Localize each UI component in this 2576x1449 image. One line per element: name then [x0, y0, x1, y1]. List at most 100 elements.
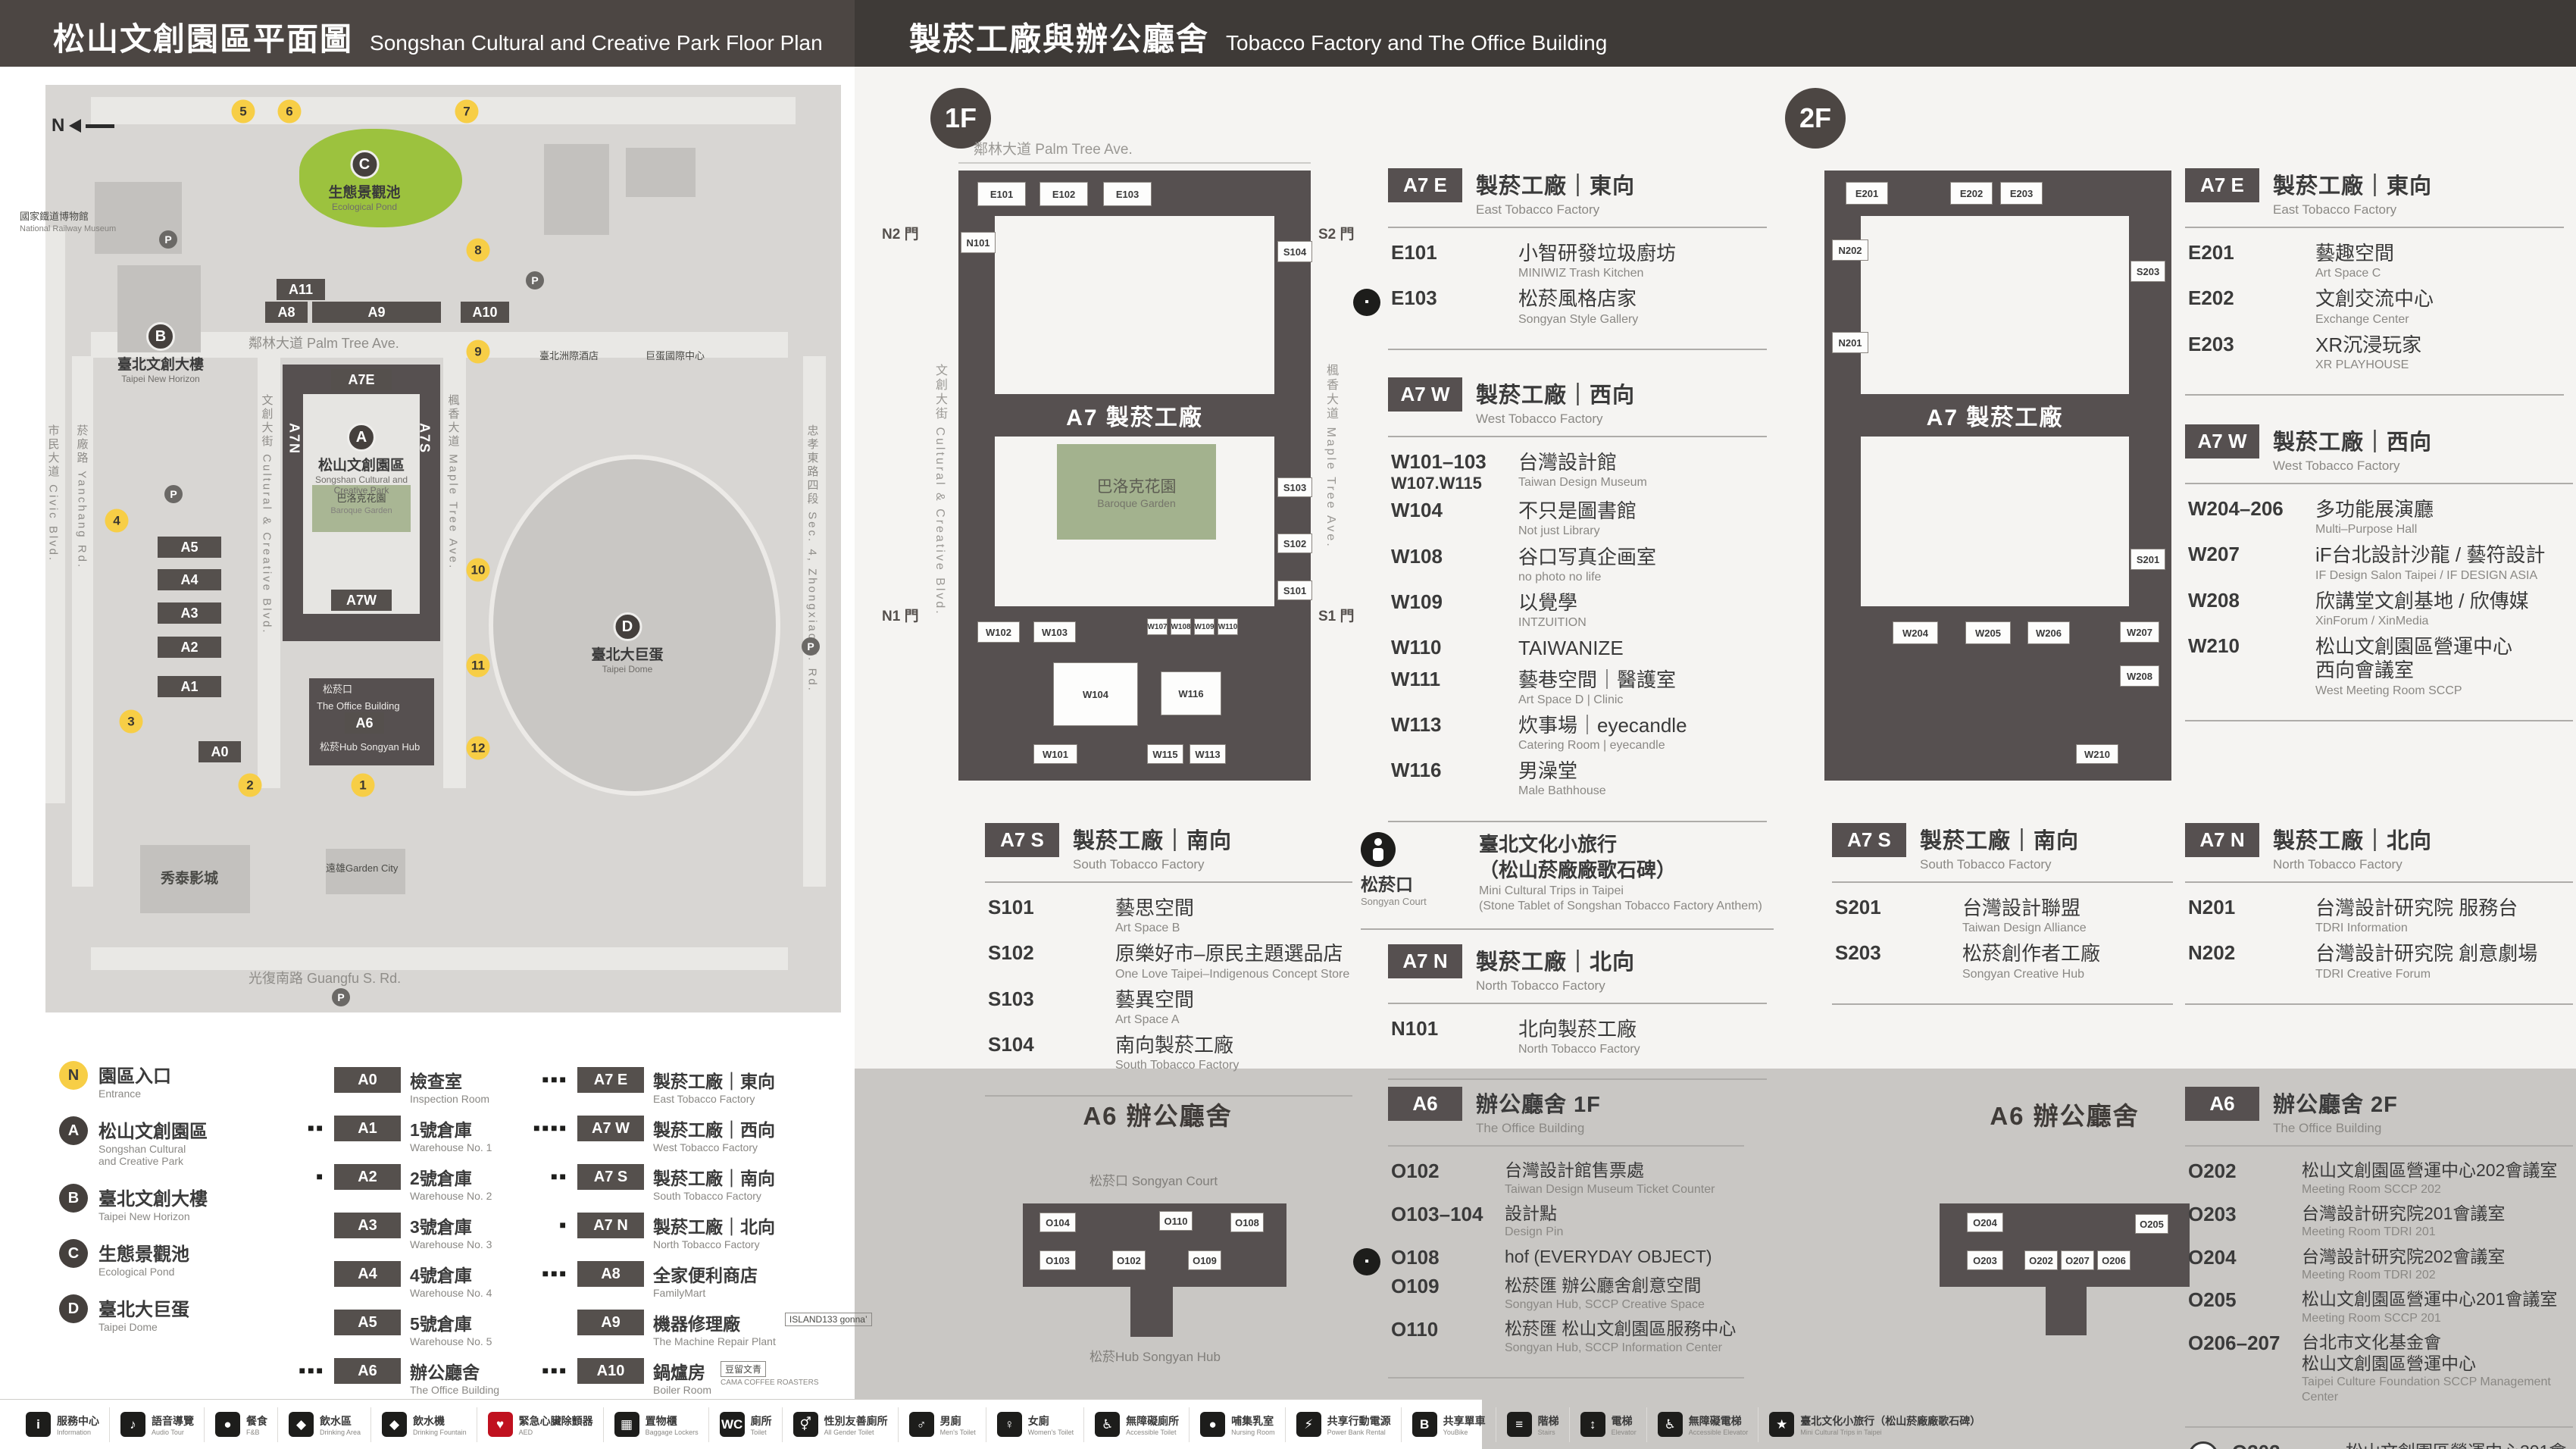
plan-room: W101 — [1033, 744, 1077, 764]
map-label: The Office Building — [317, 700, 400, 712]
entrance-marker: 5 — [231, 99, 255, 124]
facility-legend-strip: i 服務中心 Information ♪ 語音導覽 Audio Tour ● 餐… — [0, 1399, 1980, 1449]
facility-icon: ◆ — [289, 1412, 314, 1437]
legend-row: A4 4號倉庫 Warehouse No. 4 — [292, 1261, 499, 1299]
map-label: 鄰林大道 Palm Tree Ave. — [249, 336, 399, 351]
plan-room: S102 — [1277, 534, 1312, 553]
plan-room: W206 — [2027, 621, 2070, 644]
gate-label: N1 門 — [882, 609, 919, 624]
street-civic-blvd — [45, 227, 65, 803]
legend-row: ■■ A7 S 製菸工廠｜南向 South Tobacco Factory — [515, 1164, 872, 1202]
facility-icon: ▦ — [614, 1412, 639, 1437]
facility-icon: ≡ — [1506, 1412, 1532, 1437]
entrance-marker: 7 — [455, 99, 479, 124]
legend-row: ■■■ A7 E 製菸工廠｜東向 East Tobacco Factory — [515, 1067, 872, 1105]
songyan-court-info: 松菸口 Songyan Court 臺北文化小旅行 （松山菸廠廠歌石碑） Min… — [1361, 832, 1774, 931]
walking-person-icon — [1361, 832, 1396, 867]
plan-room: N202 — [1832, 239, 1868, 261]
facility-icon: ● — [215, 1412, 240, 1437]
facility-legend-item: ⚥ 性別友善廁所 All Gender Toilet — [792, 1407, 899, 1442]
entrance-marker: 2 — [238, 773, 262, 797]
facility-icon: i — [26, 1412, 51, 1437]
facility-icons — [292, 1310, 325, 1316]
plan-room: W204 — [1893, 621, 1938, 644]
map-label: 松菸Hub Songyan Hub — [320, 741, 420, 753]
north-label: N — [52, 115, 65, 136]
building-code-badge: A7 E — [577, 1067, 644, 1093]
plan-room: W116 — [1161, 671, 1221, 715]
facility-icon: ★ — [1769, 1412, 1795, 1437]
plan-room: O206 — [2097, 1250, 2131, 1270]
facility-legend-item: ◆ 飲水機 Drinking Fountain — [382, 1407, 477, 1442]
legend-places: N 園區入口 Entrance A 松山文創園區 Songshan Cultur… — [59, 1061, 208, 1350]
plan-street-right-label: 楓香大道 Maple Tree Ave. — [1324, 364, 1337, 549]
map-label: 遠雄Garden City — [326, 862, 399, 874]
street-yanchang-rd — [72, 356, 93, 887]
facility-legend-item: ♿ 無障礙電梯 Accessible Elevator — [1657, 1407, 1759, 1442]
facility-legend-item: ♀ 女廁 Women's Toilet — [996, 1407, 1085, 1442]
facility-icon: ↕ — [1580, 1412, 1605, 1437]
facility-icons: ■■■■ — [533, 1122, 568, 1134]
plan-room: N201 — [1832, 332, 1868, 353]
legend-row: ■ A2 2號倉庫 Warehouse No. 2 — [292, 1164, 499, 1202]
legend-marker: A — [59, 1116, 88, 1145]
parking-icon: P — [802, 637, 820, 656]
floor-3f-badge: 3F — [2188, 1441, 2218, 1449]
map-label: 巴洛克花園 Baroque Garden — [330, 493, 392, 515]
plan-room: S104 — [1277, 241, 1312, 262]
parking-icon: P — [526, 271, 544, 289]
facility-icon — [1353, 289, 1380, 317]
building-tag: A7W — [331, 590, 392, 611]
street-palm-tree-ave — [91, 332, 788, 358]
plan-room: O204 — [1967, 1213, 2003, 1232]
legend-row: A5 5號倉庫 Warehouse No. 5 — [292, 1310, 499, 1347]
plan-room: W103 — [1033, 621, 1076, 643]
facility-icons: ■ — [316, 1170, 325, 1182]
park-map: N 國家鐵道博物館 National Railway Museum 鄰林大道 P… — [20, 85, 841, 1012]
facility-icon: ♂ — [908, 1412, 934, 1437]
facility-icons — [292, 1261, 325, 1267]
legend-factory: ■■■ A7 E 製菸工廠｜東向 East Tobacco Factory ■■… — [515, 1067, 872, 1449]
facility-icons — [292, 1067, 325, 1073]
gate-label: N2 門 — [882, 227, 919, 243]
plan-room: S201 — [2131, 549, 2165, 570]
building-tag: A3 — [158, 602, 221, 624]
facility-legend-item: WC 廁所 Toilet — [719, 1407, 783, 1442]
map-label: 巨蛋國際中心 — [646, 350, 705, 361]
legend-row: ■■■ A6 辦公廳舍 The Office Building — [292, 1358, 499, 1396]
legend-row: ■■■ A8 全家便利商店 FamilyMart — [515, 1261, 872, 1299]
facility-legend-item: ⚡ 共享行動電源 Power Bank Rental — [1296, 1407, 1402, 1442]
plan-room: E103 — [1103, 182, 1152, 206]
legend-marker: D — [59, 1294, 88, 1323]
plan-2f-label: A7 製菸工廠 — [1861, 394, 2129, 437]
section-badge: A7 W — [1388, 377, 1462, 412]
building-code-badge: A9 — [577, 1310, 644, 1335]
entrance-marker: 6 — [277, 99, 302, 124]
plan-room: O203 — [1967, 1250, 2003, 1270]
facility-icon: ♀ — [996, 1412, 1022, 1437]
right-title-zh: 製菸工廠與辦公廳舍 — [909, 21, 1210, 57]
north-arrow: N — [52, 115, 115, 136]
building-tag: A2 — [158, 637, 221, 658]
parking-icon: P — [164, 485, 183, 503]
entrance-marker: 12 — [466, 736, 490, 760]
street-creative-blvd — [258, 356, 280, 788]
plan-room: E102 — [1039, 182, 1088, 206]
plan-room: W208 — [2120, 665, 2159, 687]
building-tag: A7S — [417, 423, 433, 455]
pin-letter: C — [349, 150, 379, 179]
right-panel-header: 製菸工廠與辦公廳舍 Tobacco Factory and The Office… — [855, 0, 2576, 67]
building-code-badge: A4 — [334, 1261, 401, 1287]
